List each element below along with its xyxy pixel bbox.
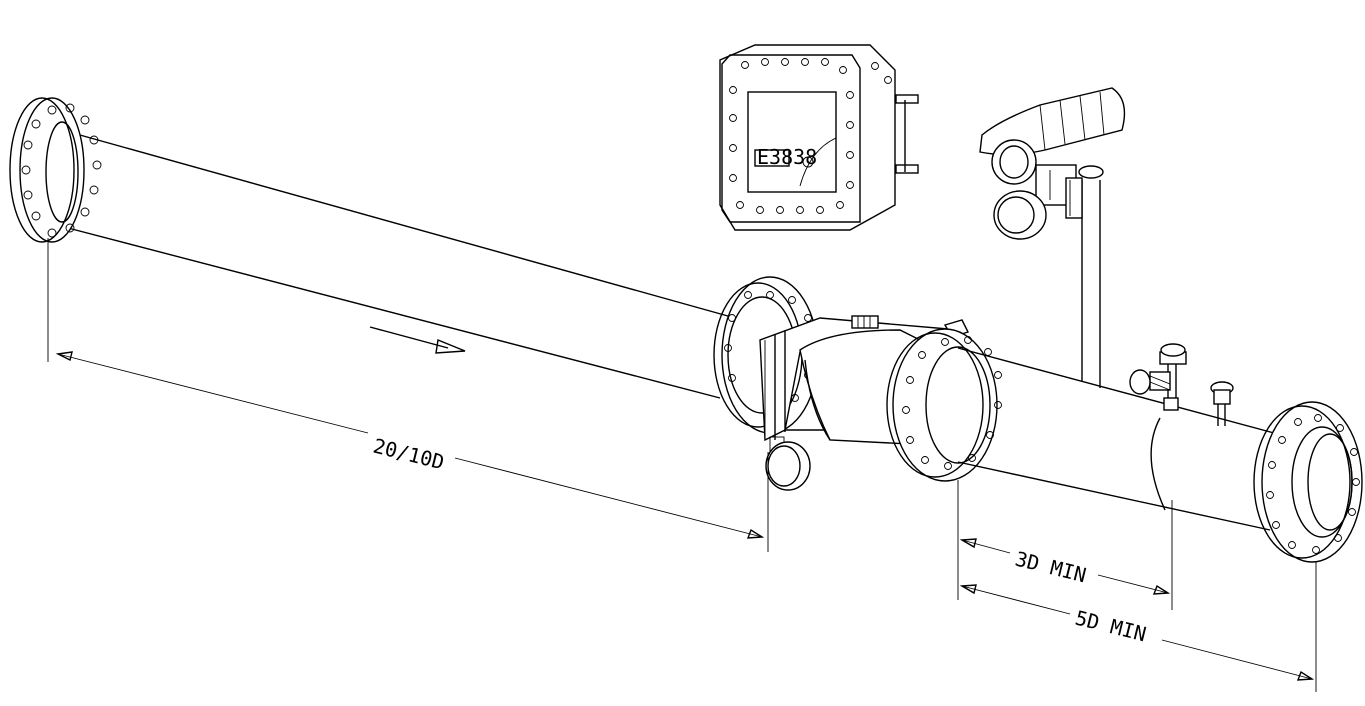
dimension-3d: 3D MIN: [957, 480, 1173, 610]
min-3d-dimension-label: 3D MIN: [1013, 547, 1089, 588]
outlet-flange: [1253, 401, 1363, 563]
meter-outlet-flange: [886, 328, 1002, 482]
inlet-flange: [9, 97, 102, 243]
upstream-dimension-label: 20/10D: [371, 434, 447, 475]
electronics-enclosure: E3838: [719, 44, 919, 231]
min-5d-dimension-label: 5D MIN: [1073, 606, 1149, 647]
temperature-probe: [1210, 381, 1234, 426]
field-transmitter: [979, 87, 1126, 388]
dimension-upstream: 20/10D: [47, 238, 769, 552]
pressure-transmitter: [1129, 343, 1187, 411]
flow-direction-arrow: [369, 326, 466, 354]
downstream-pipe: [957, 347, 1301, 531]
upstream-pipe: [47, 129, 736, 399]
dimension-5d: 5D MIN: [959, 562, 1317, 692]
